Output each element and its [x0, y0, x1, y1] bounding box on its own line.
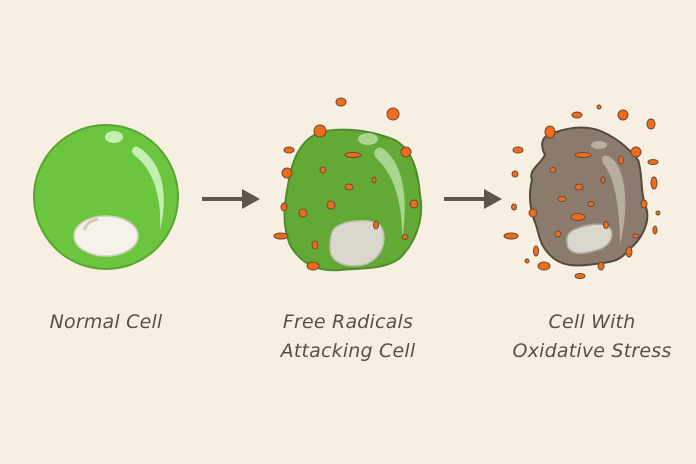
label-line: Free Radicals [282, 311, 414, 333]
arrow-right-icon [444, 189, 502, 209]
label-line: Attacking Cell [280, 340, 416, 362]
label-line: Oxidative Stress [512, 340, 672, 362]
attacked-cell [273, 97, 423, 272]
label-line: Cell With [548, 311, 636, 333]
stage-label-normal-cell: Normal Cell [16, 308, 196, 337]
stage-label-oxidative-stress: Cell With Oxidative Stress [494, 308, 690, 366]
stage-label-free-radicals: Free Radicals Attacking Cell [258, 308, 438, 366]
label-line: Normal Cell [49, 311, 163, 333]
normal-cell [33, 124, 179, 270]
stressed-cell [503, 104, 661, 279]
arrow-right-icon [202, 189, 260, 209]
